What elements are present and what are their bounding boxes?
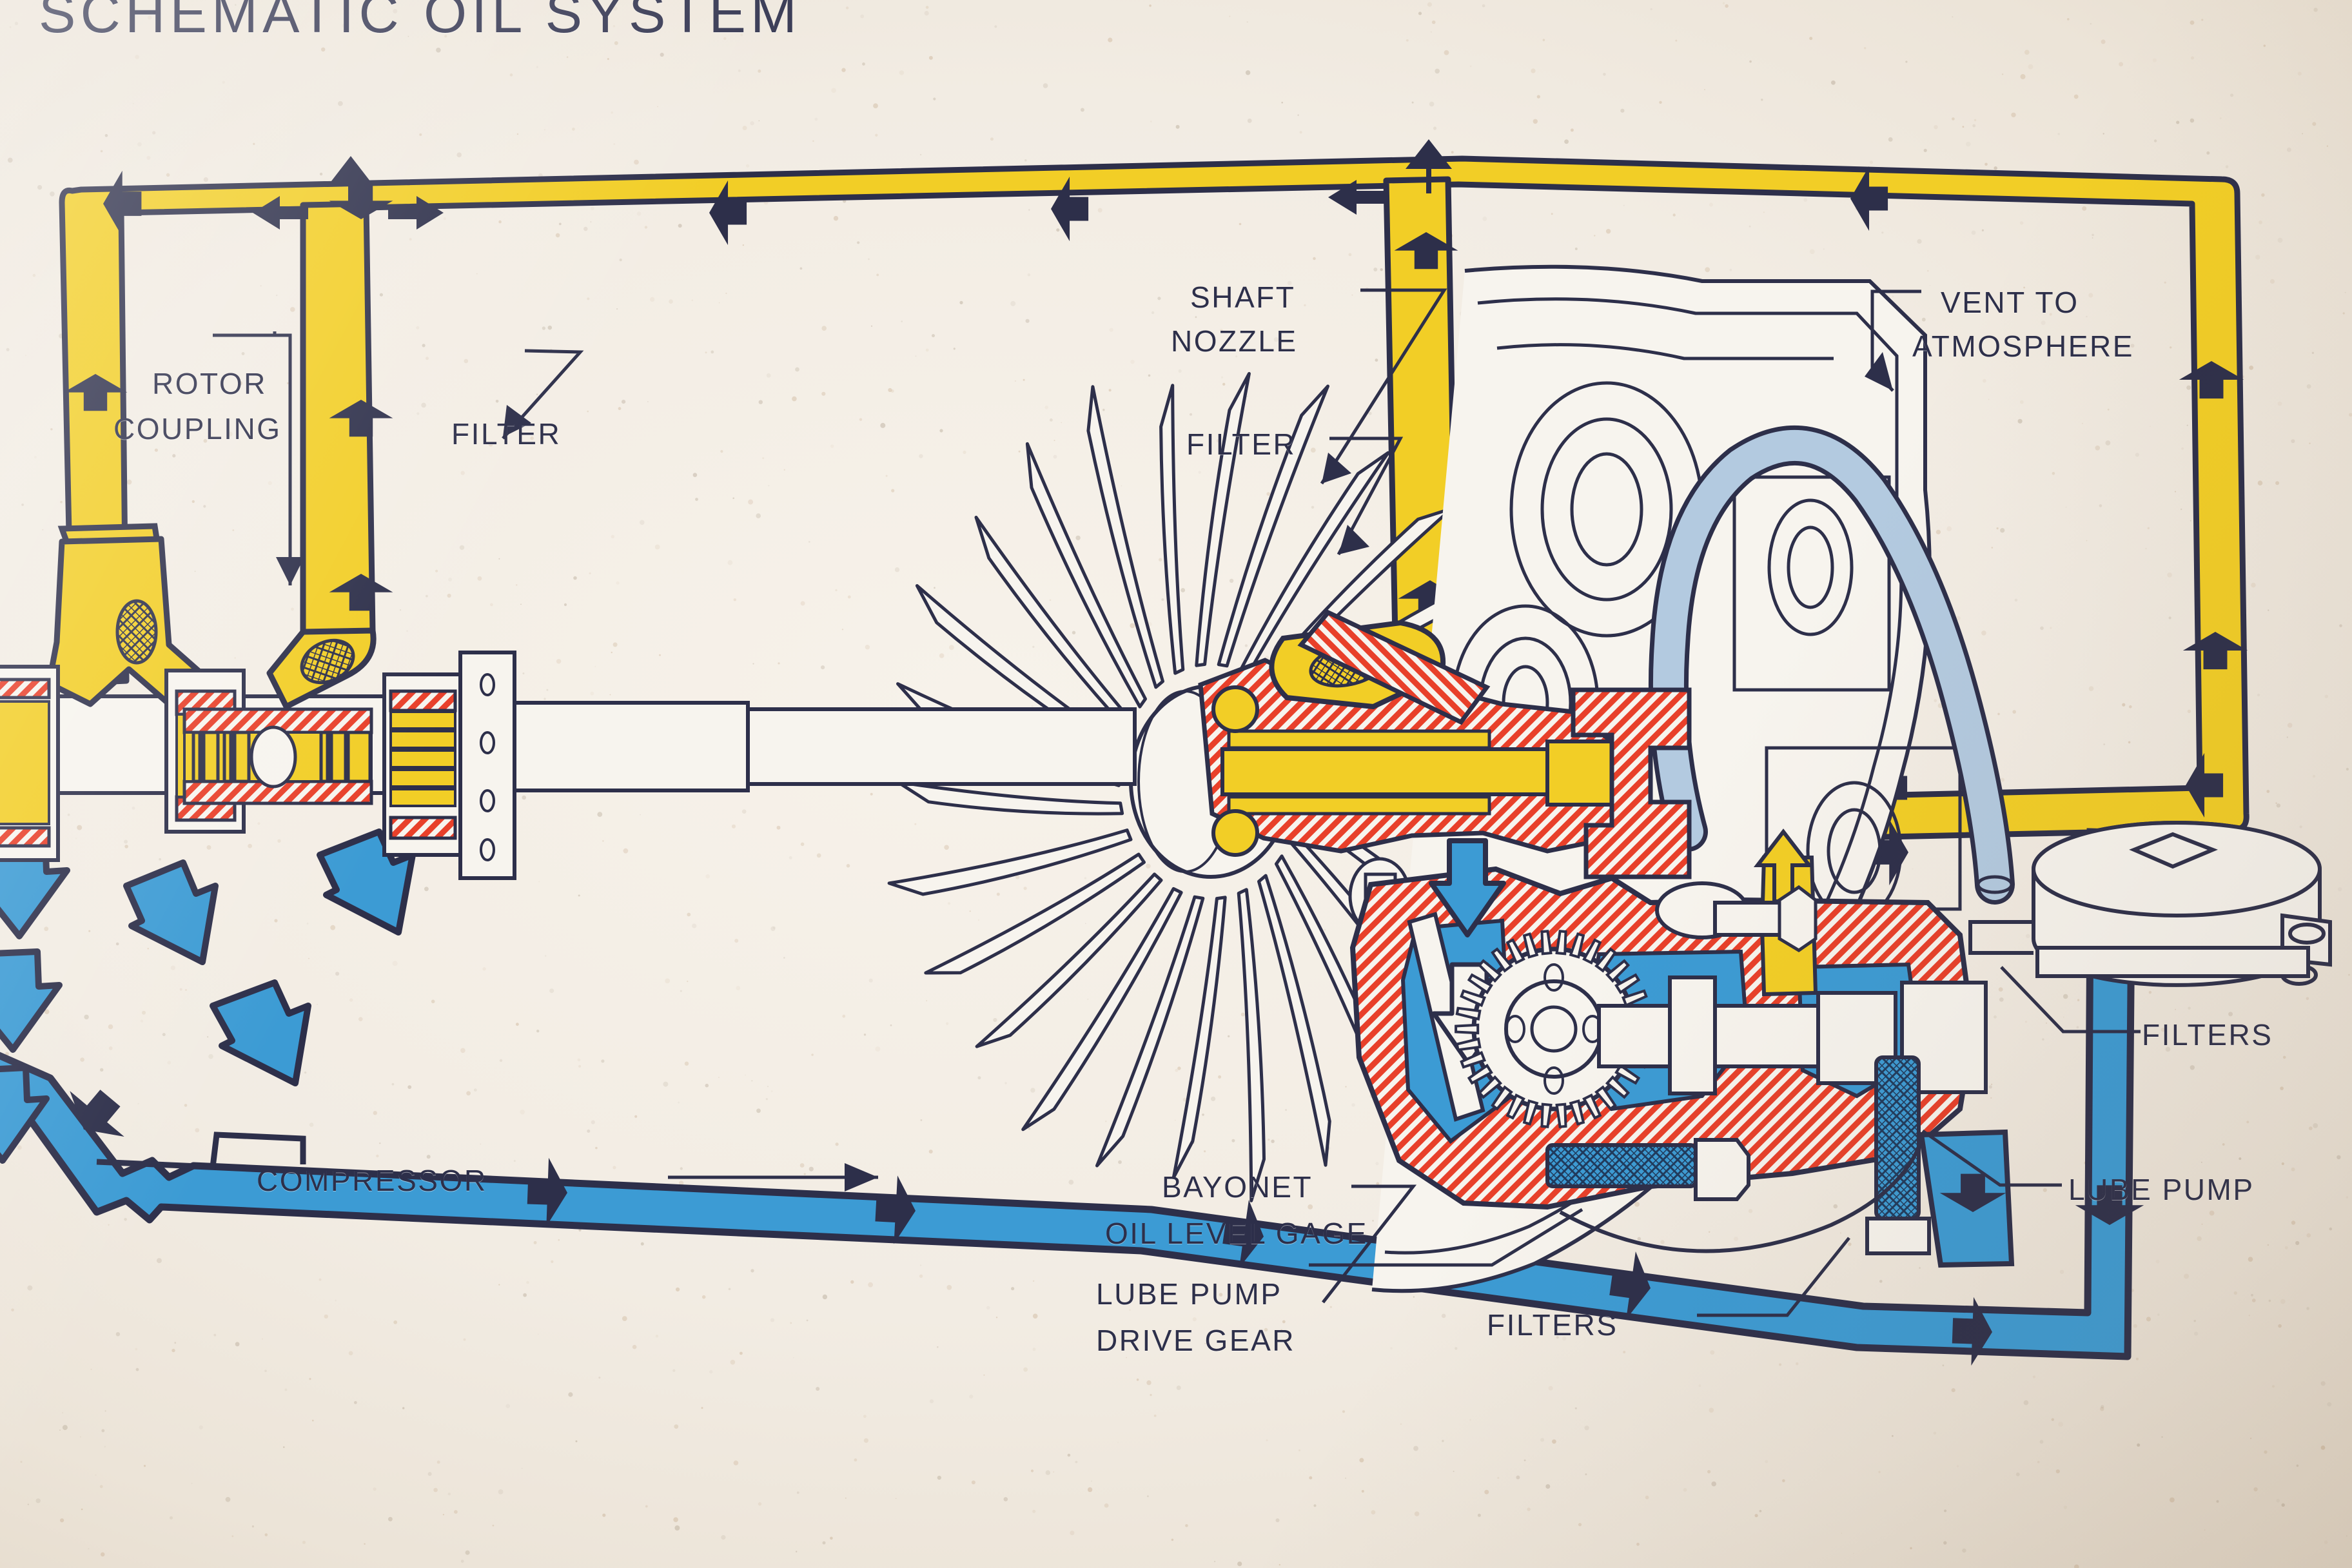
- label-filter-center: FILTER: [1186, 427, 1297, 461]
- leader-arrowheads: [276, 352, 1893, 1191]
- label-lube-pump-drive-line2: DRIVE GEAR: [1096, 1324, 1296, 1357]
- shaft-nozzle-section: [1198, 609, 1692, 936]
- label-vent-line1: VENT TO: [1941, 286, 2079, 319]
- label-shaft-nozzle-line2: NOZZLE: [1171, 324, 1298, 358]
- label-shaft-nozzle-line1: SHAFT: [1190, 280, 1296, 314]
- label-bayonet-line2: OIL LEVEL GAGE: [1105, 1217, 1368, 1250]
- label-compressor: COMPRESSOR: [257, 1164, 487, 1197]
- vent-hose: [1648, 425, 2015, 905]
- label-vent-line2: ATMOSPHERE: [1912, 329, 2134, 363]
- label-lube-pump-drive-line1: LUBE PUMP: [1096, 1277, 1282, 1311]
- label-lube-pump-right: LUBE PUMP: [2068, 1173, 2255, 1206]
- rotor-coupling-assembly: [0, 536, 1137, 880]
- lube-pump-assembly: [1349, 828, 2015, 1268]
- label-rotor-coupling-line2: COUPLING: [113, 412, 282, 446]
- label-rotor-coupling-line1: ROTOR: [152, 367, 267, 400]
- page-title: SCHEMATIC OIL SYSTEM: [39, 0, 802, 44]
- lube-pump-drive-gear: [1455, 930, 1653, 1128]
- spline-gears: [1816, 981, 1988, 1094]
- oil-filter-canister: [1968, 821, 2332, 987]
- label-filter-left: FILTER: [451, 417, 562, 451]
- label-filters-bottom: FILTERS: [1487, 1308, 1618, 1342]
- label-bayonet-line1: BAYONET: [1162, 1170, 1313, 1204]
- label-filters-right: FILTERS: [2142, 1018, 2273, 1052]
